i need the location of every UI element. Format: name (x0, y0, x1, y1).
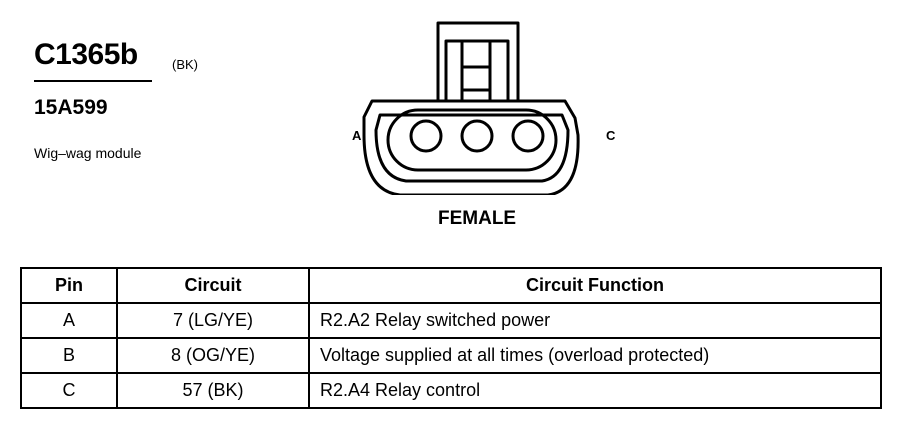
cell-circuit: 57 (BK) (116, 372, 310, 409)
cell-circuit: 8 (OG/YE) (116, 337, 310, 374)
locking-tab-latch (460, 65, 492, 92)
module-description: Wig–wag module (34, 145, 142, 161)
locking-tab-inner-right (488, 39, 510, 100)
header-circuit-function: Circuit Function (308, 267, 882, 304)
connector-face-drawing (362, 21, 580, 195)
cell-pin: A (20, 302, 118, 339)
pin-socket-b (460, 119, 494, 153)
color-code: (BK) (172, 57, 198, 72)
part-number: 15A599 (34, 96, 108, 119)
pin-label-a: A (352, 128, 362, 143)
cell-circuit: 7 (LG/YE) (116, 302, 310, 339)
connector-housing-outer (362, 99, 580, 195)
pinout-table: Pin Circuit Circuit Function A 7 (LG/YE)… (20, 267, 882, 409)
locking-tab (436, 21, 520, 100)
cell-function: R2.A2 Relay switched power (308, 302, 882, 339)
connector-housing-rim (374, 113, 570, 183)
pin-label-c: C (606, 128, 616, 143)
cell-function: Voltage supplied at all times (overload … (308, 337, 882, 374)
connector-id: C1365b (34, 38, 138, 71)
locking-tab-inner (444, 39, 464, 100)
header-pin: Pin (20, 267, 118, 304)
table-header-row: Pin Circuit Circuit Function (20, 267, 882, 304)
table-row: A 7 (LG/YE) R2.A2 Relay switched power (20, 302, 882, 339)
table-row: B 8 (OG/YE) Voltage supplied at all time… (20, 337, 882, 374)
pin-socket-a (409, 119, 443, 153)
cell-function: R2.A4 Relay control (308, 372, 882, 409)
pin-cavity-surround (386, 108, 558, 172)
cell-pin: B (20, 337, 118, 374)
table-row: C 57 (BK) R2.A4 Relay control (20, 372, 882, 409)
title-underline (34, 80, 152, 82)
header-circuit: Circuit (116, 267, 310, 304)
connector-gender-label: FEMALE (438, 208, 517, 229)
cell-pin: C (20, 372, 118, 409)
pin-socket-c (511, 119, 545, 153)
